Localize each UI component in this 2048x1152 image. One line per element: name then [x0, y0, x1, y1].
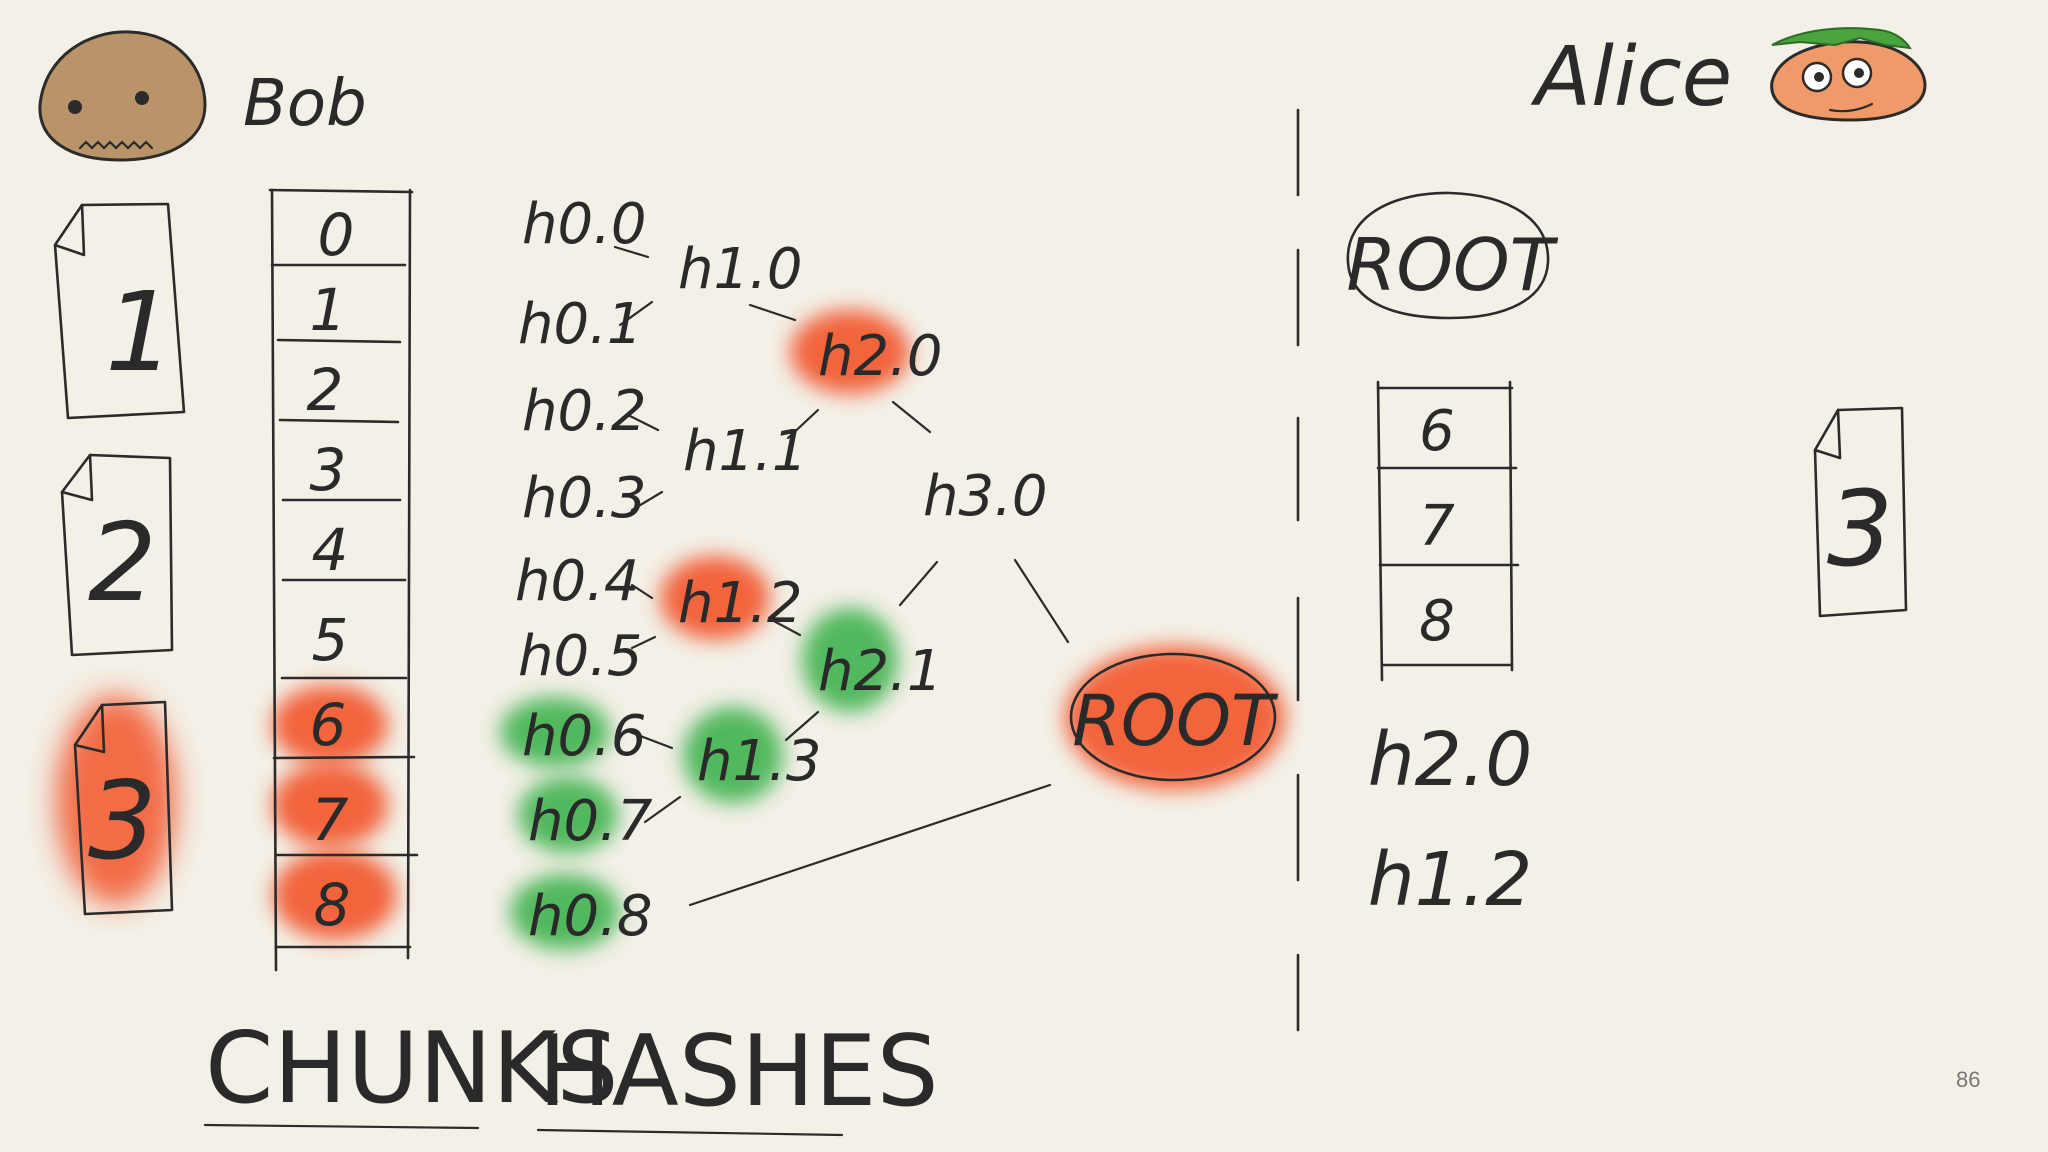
file-label: 3 [1827, 468, 1893, 590]
alice-root-label: ROOT [1346, 223, 1558, 307]
highlight-chunk-8 [273, 850, 397, 940]
hash-h0-5: h0.5 [518, 624, 643, 689]
chunk-4: 4 [312, 516, 349, 584]
highlight-splotches [56, 310, 1285, 950]
bob-avatar [38, 30, 207, 162]
alice-proof-h2-0: h2.0 [1368, 717, 1533, 803]
alice-chunk-column: 6 7 8 [1376, 380, 1520, 682]
hash-h0-6: h0.6 [522, 704, 647, 769]
hash-h1-3: h1.3 [697, 729, 822, 794]
hash-h0-7: h0.7 [528, 789, 653, 854]
highlight-root [1065, 646, 1285, 790]
highlight-h0-6 [500, 697, 610, 767]
chunk-8: 8 [314, 871, 351, 939]
file-label: 2 [88, 501, 157, 626]
hash-h0-3: h0.3 [522, 466, 647, 531]
chunk-0: 0 [318, 201, 355, 269]
hash-h0-1: h0.1 [518, 292, 643, 357]
hash-h0-0: h0.0 [522, 192, 647, 257]
hash-h1-0: h1.0 [678, 237, 803, 302]
hash-h0-8: h0.8 [528, 884, 653, 949]
highlight-h0-8 [510, 874, 620, 950]
bob-file-3: 3 [73, 700, 174, 916]
chunk-column: 0 1 2 3 4 5 6 7 8 [268, 188, 419, 972]
bottom-labels: CHUNKS HASHES [203, 1012, 939, 1137]
alice-chunk-6: 6 [1419, 399, 1455, 464]
merkle-root: ROOT [1069, 652, 1279, 782]
bob-name: Bob [243, 67, 367, 141]
hash-h2-1: h2.1 [818, 639, 943, 704]
tree-connectors [613, 245, 1070, 907]
hash-h0-4: h0.4 [515, 549, 640, 614]
hash-level-0: h0.0 h0.1 h0.2 h0.3 h0.4 h0.5 h0.6 h0.7 … [515, 192, 653, 949]
highlight-h2-0 [790, 310, 910, 394]
root-label: ROOT [1072, 680, 1279, 762]
bob-file-2: 2 [60, 453, 174, 657]
alice-name: Alice [1530, 30, 1732, 125]
chunk-7: 7 [312, 786, 349, 854]
chunk-6: 6 [310, 691, 347, 759]
hash-h0-2: h0.2 [522, 379, 647, 444]
file-label: 1 [105, 268, 175, 396]
hash-h3-0: h3.0 [923, 464, 1048, 529]
alice-avatar [1770, 27, 1927, 122]
hash-h1-2: h1.2 [678, 571, 803, 636]
chunk-3: 3 [310, 436, 347, 504]
highlight-h1-2 [660, 556, 770, 640]
page-number: 86 [1956, 1067, 1980, 1092]
bob-file-1: 1 [53, 202, 186, 420]
chunk-1: 1 [310, 276, 347, 344]
alice-root: ROOT [1346, 191, 1559, 320]
highlight-h1-3 [683, 707, 783, 803]
highlight-chunk-6 [272, 685, 388, 765]
alice-proof-h1-2: h1.2 [1368, 837, 1533, 923]
chunk-5: 5 [312, 606, 349, 674]
hashes-heading: HASHES [538, 1015, 939, 1129]
file-label: 3 [88, 759, 157, 884]
hash-upper-levels: h1.0 h1.1 h1.2 h1.3 h2.0 h2.1 h3.0 [678, 237, 1048, 794]
alice-file-3: 3 [1813, 406, 1908, 618]
chunks-heading: CHUNKS [205, 1012, 619, 1126]
hash-h2-0: h2.0 [818, 324, 943, 389]
highlight-h0-7 [518, 777, 618, 853]
alice-chunk-7: 7 [1419, 494, 1455, 559]
alice-chunk-8: 8 [1419, 589, 1455, 654]
hash-h1-1: h1.1 [683, 419, 808, 484]
chunk-2: 2 [307, 356, 344, 424]
highlight-chunk-7 [272, 763, 388, 847]
highlight-h2-1 [802, 608, 898, 712]
